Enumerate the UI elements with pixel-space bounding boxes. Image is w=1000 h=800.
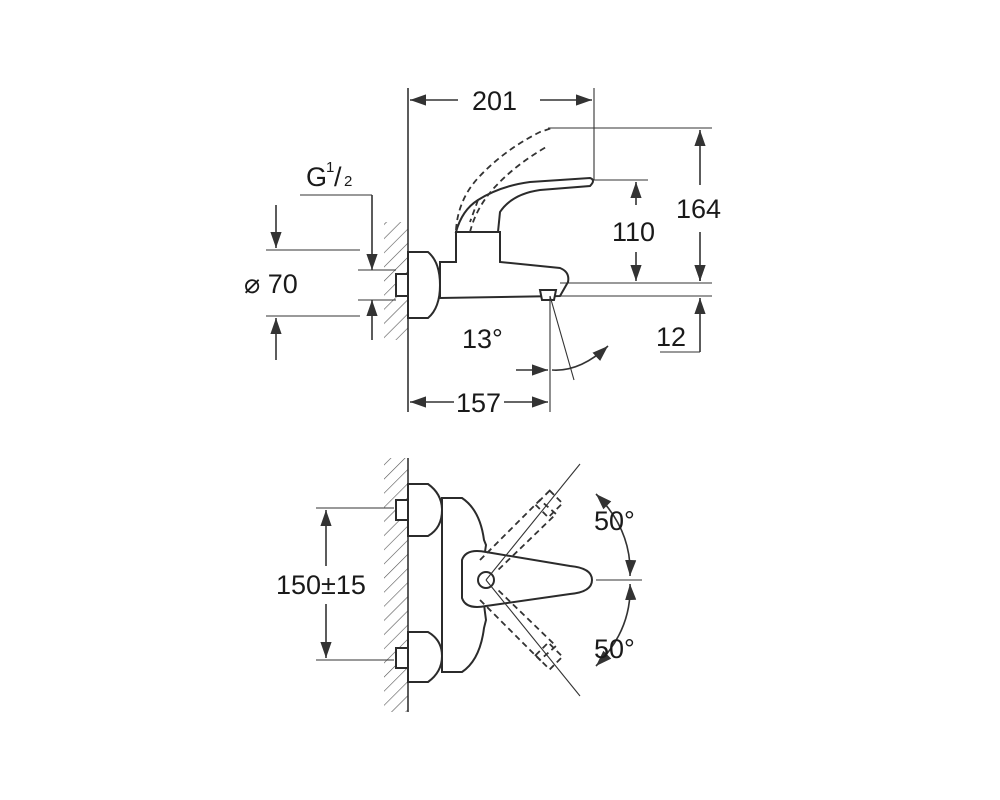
thread-den: 2 xyxy=(344,173,352,190)
thread-slash: / xyxy=(334,162,342,192)
angle-13-label: 13° xyxy=(462,324,503,354)
lever-rotated-down xyxy=(479,587,558,662)
wall-hatch-lower xyxy=(384,458,408,712)
faucet-body xyxy=(439,231,570,300)
top-view: 50° 50° 150±15 xyxy=(276,458,642,712)
angle-50-lower-arc xyxy=(595,583,637,667)
dim-150-label: 150±15 xyxy=(276,570,366,600)
faucet-inlet-stub xyxy=(395,273,409,297)
angle-50-lower-label: 50° xyxy=(594,634,635,664)
faucet-lever xyxy=(454,176,594,233)
dim-12-label: 12 xyxy=(656,322,686,352)
faucet-flange xyxy=(407,251,442,319)
side-view: 201 164 110 12 13° 157 G 1 xyxy=(244,86,721,418)
angle-13-arc xyxy=(551,345,609,371)
angle-50-upper-arc xyxy=(595,493,637,577)
dim-70-label: ⌀ 70 xyxy=(244,269,298,299)
inlet-upper xyxy=(407,483,444,537)
dim-110-label: 110 xyxy=(612,217,655,247)
lever-raised-dashed xyxy=(455,127,553,233)
dim-157-label: 157 xyxy=(456,388,501,418)
faucet-spout-tip xyxy=(538,289,558,301)
dim-164-label: 164 xyxy=(676,194,721,224)
spout-axis-angled xyxy=(549,295,575,381)
inlet-lower xyxy=(407,631,444,683)
angle-50-upper-label: 50° xyxy=(594,506,635,536)
thread-num: 1 xyxy=(326,159,334,176)
thread-label: G xyxy=(306,162,327,192)
lever-handle xyxy=(461,550,594,608)
lever-rotated-up xyxy=(479,498,558,573)
dim-201-label: 201 xyxy=(472,86,517,116)
